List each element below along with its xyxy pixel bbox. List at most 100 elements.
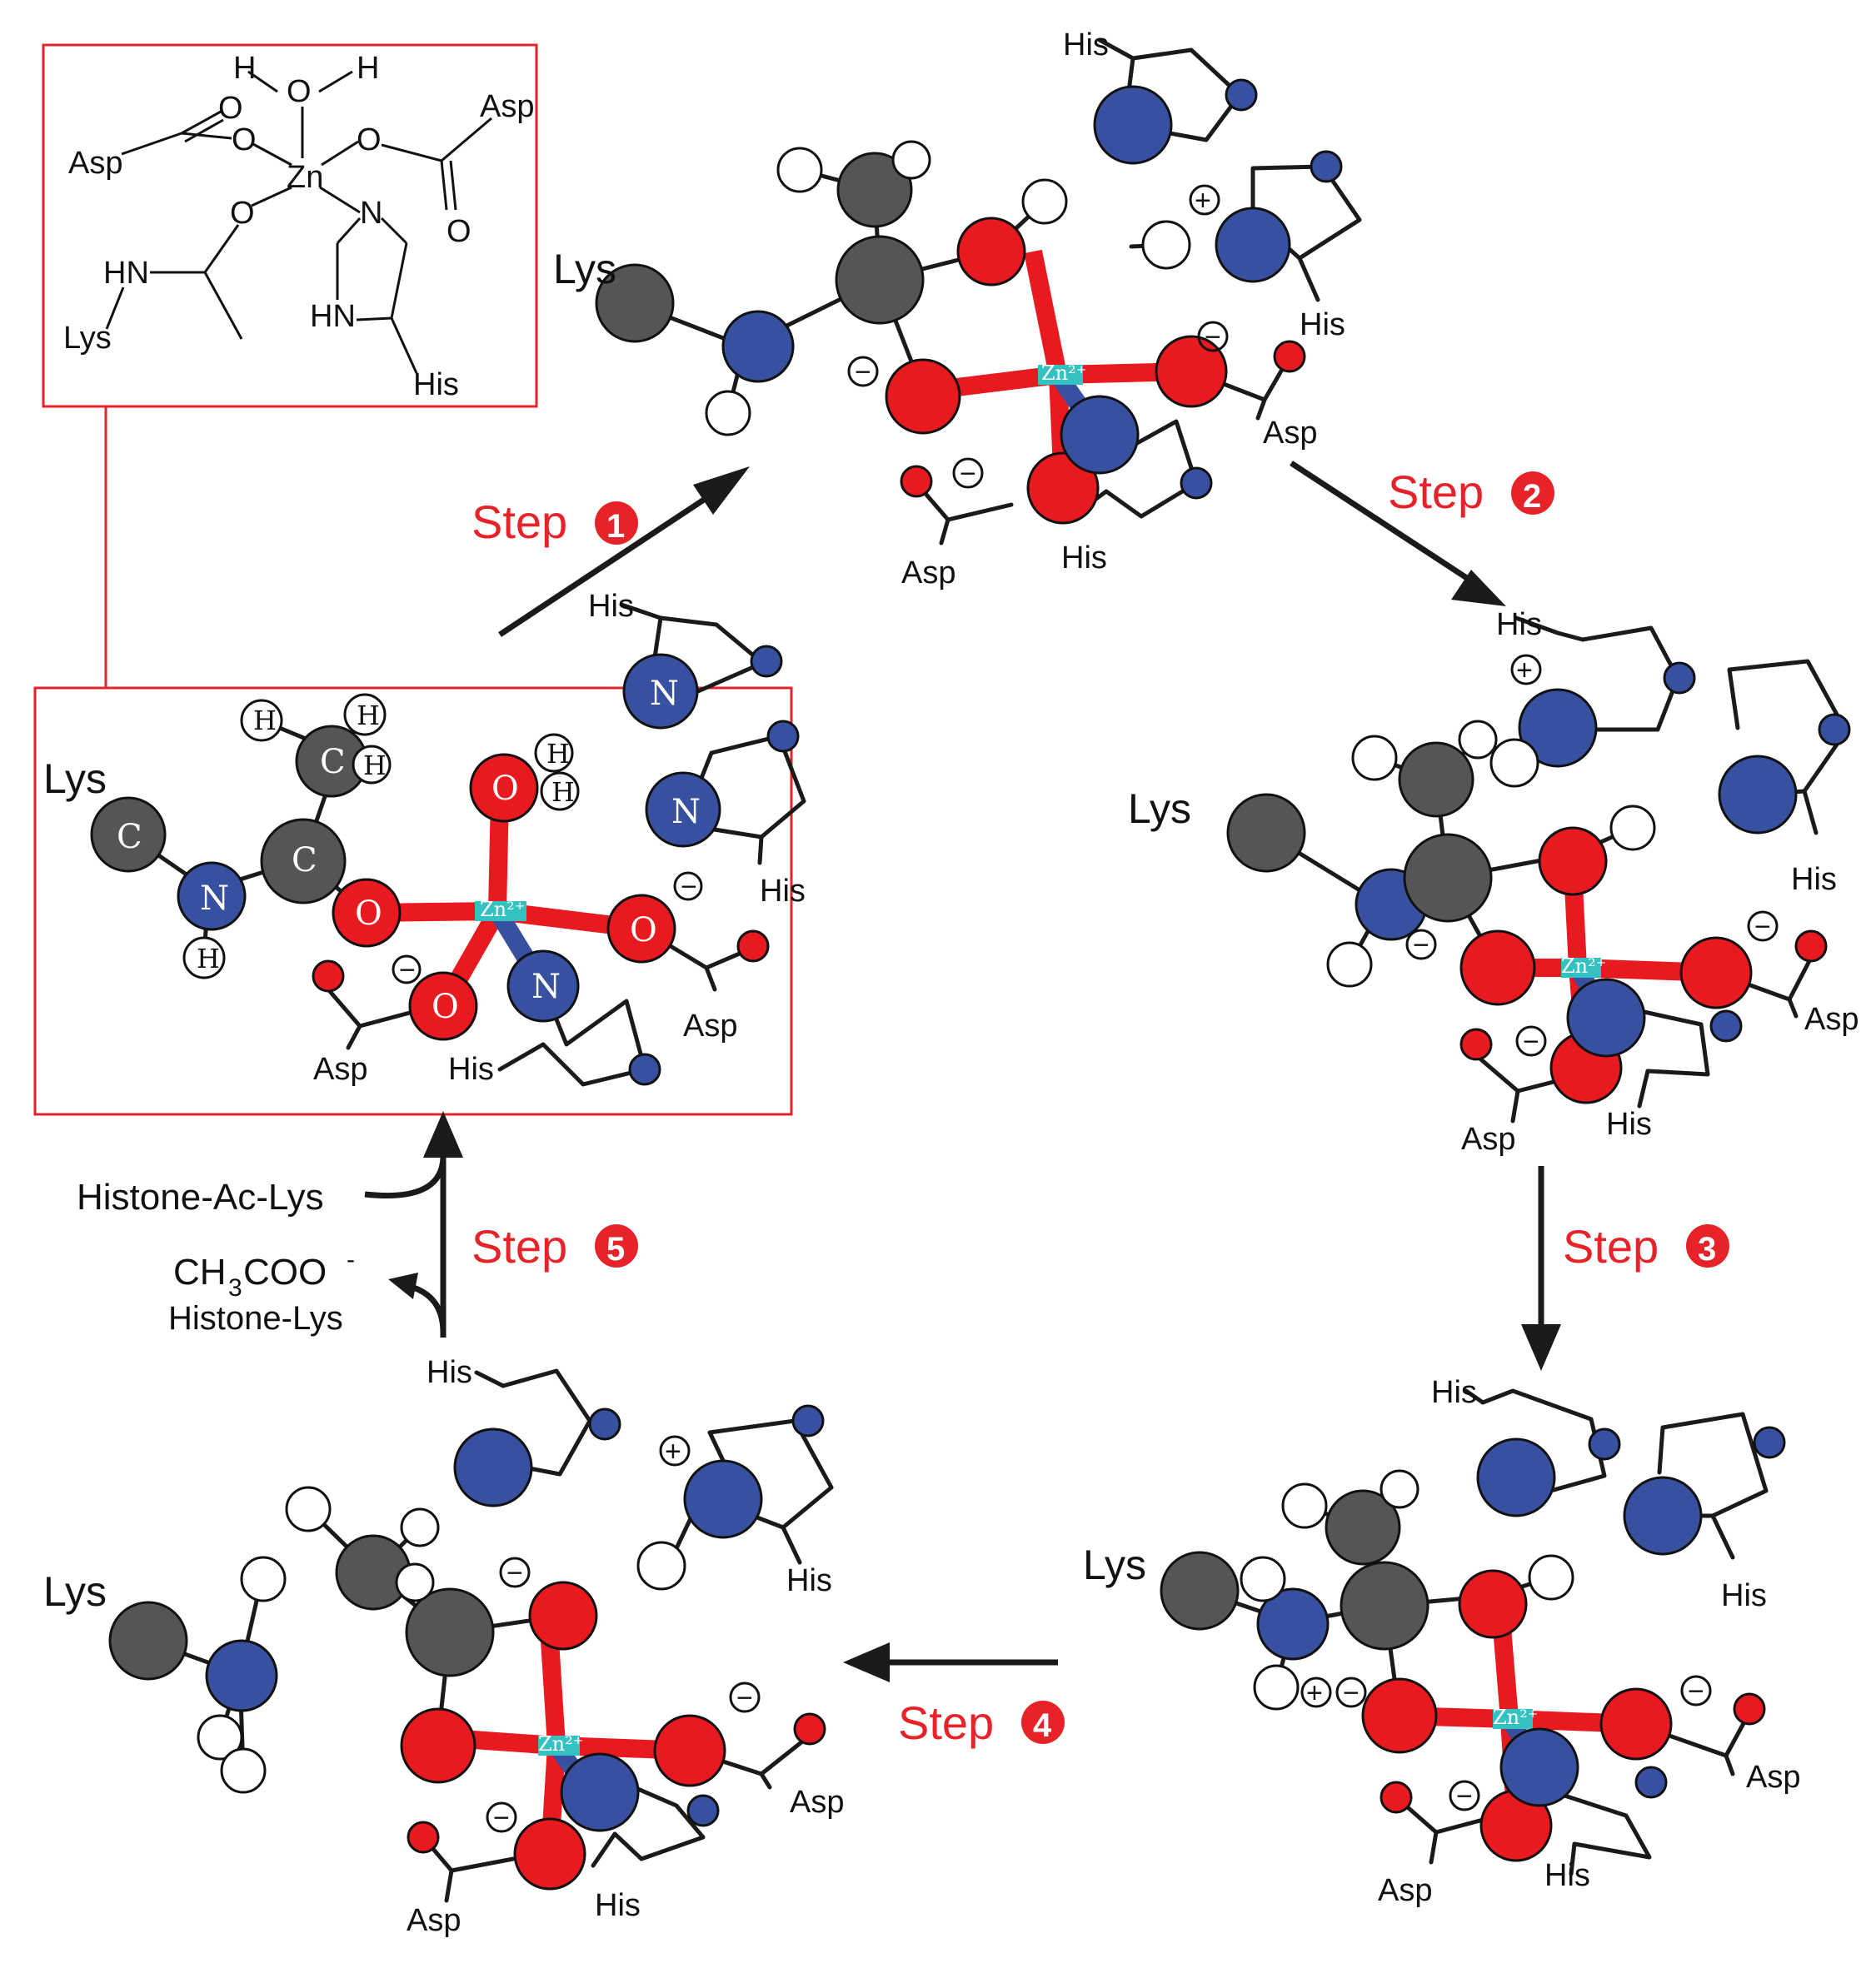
inset-lys: Lys (63, 321, 112, 356)
stage-3-charge-minus-2: − (1688, 1676, 1704, 1707)
stage-1-his-2: His (1300, 307, 1345, 342)
stage-4-lys: Lys (43, 1568, 107, 1615)
inset-his-n-top: N (360, 196, 382, 231)
histone-lys-label: Histone-Lys (168, 1300, 343, 1337)
stage-1-tetrahedral-intermediate: Zn²⁺ − − − + Lys His His Asp Asp His (553, 27, 1362, 590)
stage-2-lys: Lys (1128, 785, 1191, 832)
stage-1-charge-plus: + (1195, 185, 1211, 217)
inset-h-left: H (233, 51, 256, 86)
stage-0-atom-h2: H (357, 700, 380, 731)
step-2: Step 2 (1290, 461, 1554, 606)
stage-4-his-3: His (595, 1888, 641, 1923)
stage-0-atom-n-his: N (531, 968, 561, 1006)
stage-4-products-released: Zn²⁺ − − − + Lys His His Asp Asp His (43, 1355, 844, 1938)
stage-4-charge-plus: + (665, 1436, 681, 1467)
step-2-label: Step (1388, 466, 1484, 518)
stage-0-atom-h-water1: H (546, 738, 570, 770)
stage-0-zn: Zn²⁺ (480, 898, 525, 921)
step-5-badge: 5 (606, 1231, 625, 1268)
stage-1-charge-minus-2: − (1205, 321, 1221, 353)
stage-1-his-3: His (1061, 541, 1107, 575)
stage-0-asp-right: Asp (683, 1009, 737, 1044)
acetate-base: CH (173, 1252, 227, 1293)
acetate-rest: COO (243, 1252, 327, 1293)
stage-1-charge-minus-1: − (855, 356, 871, 388)
stage-0-atom-o-water: O (491, 770, 519, 808)
stage-1-his-1: His (1063, 27, 1109, 62)
stage-1-charge-minus-3: − (960, 458, 976, 490)
stage-0-his-1: His (588, 589, 634, 624)
stage-1-asp-right: Asp (1263, 416, 1317, 451)
step-5: Step 5 Histone-Ac-Lys CH 3 COO - Histone… (77, 1111, 638, 1338)
stage-3-his-1: His (1431, 1375, 1477, 1410)
stage-2-charge-minus-3: − (1523, 1026, 1539, 1058)
inset-hn-his: HN (310, 299, 356, 334)
stage-0-atom-h-amide: H (197, 943, 220, 974)
step-1-label: Step (471, 496, 567, 548)
stage-1-asp-left: Asp (901, 556, 955, 590)
stage-3-amine-protonated: Zn²⁺ + − − − Lys His His Asp Asp His (1083, 1375, 1800, 1908)
stage-0-atom-n-his-free2: N (671, 793, 701, 831)
stage-0-atom-h1: H (253, 705, 277, 736)
inset-carboxyl-o-right: O (357, 122, 382, 157)
stage-3-zn: Zn²⁺ (1493, 1706, 1538, 1729)
inset-carboxyl-o-left: O (232, 122, 257, 157)
stage-3-charge-minus-3: − (1456, 1781, 1473, 1812)
stage-0-atom-c3: C (320, 743, 346, 781)
stage-2-zn: Zn²⁺ (1561, 954, 1606, 978)
stage-0-charge-minus-1: − (681, 871, 697, 903)
inset-substrate-o: O (230, 196, 255, 231)
step-1: Step 1 (471, 466, 750, 637)
step-2-badge: 2 (1523, 478, 1541, 515)
stage-0-atom-c2: C (292, 841, 317, 879)
stage-3-lys: Lys (1083, 1542, 1146, 1588)
stage-2-charge-minus-2: − (1754, 911, 1771, 943)
inset-hn-lys: HN (103, 256, 149, 291)
step-4: Step 4 (843, 1642, 1065, 1749)
stage-4-asp-left: Asp (407, 1903, 461, 1938)
stage-4-asp-right: Asp (790, 1785, 844, 1820)
acetate-superscript: - (347, 1246, 355, 1273)
stage-2-his-2: His (1791, 862, 1837, 897)
stage-2-charge-minus-1: − (1413, 929, 1429, 961)
stage-2-his-3: His (1606, 1107, 1652, 1142)
step-4-label: Step (898, 1697, 994, 1749)
stage-0-charge-minus-2: − (399, 954, 416, 986)
inset-zn: Zn (287, 160, 323, 195)
stage-3-asp-right: Asp (1746, 1760, 1800, 1795)
histone-ac-lys-label: Histone-Ac-Lys (77, 1177, 324, 1218)
stage-0-atom-o-asp-left: O (432, 988, 459, 1026)
stage-4-his-1: His (427, 1355, 472, 1390)
stage-0-his-2: His (760, 874, 806, 909)
stage-2-asp-right: Asp (1804, 1002, 1859, 1037)
acetate-subscript: 3 (228, 1274, 242, 1302)
step-4-badge: 4 (1033, 1707, 1052, 1744)
stage-0-substrate-complex: C N H C C H H H O O H H O O N N N Zn²⁺ −… (33, 589, 806, 1116)
step-5-label: Step (471, 1220, 567, 1273)
inset-water-o: O (287, 74, 312, 109)
stage-0-atom-h-water2: H (551, 776, 575, 808)
stage-3-his-3: His (1544, 1858, 1590, 1893)
step-3: Step 3 (1521, 1166, 1729, 1371)
inset-frame (42, 43, 538, 408)
stage-2-charge-plus: + (1516, 655, 1533, 686)
stage-0-frame (33, 686, 793, 1116)
stage-4-zn: Zn²⁺ (538, 1732, 583, 1756)
stage-0-asp-left: Asp (313, 1052, 367, 1087)
step-3-badge: 3 (1698, 1231, 1716, 1268)
stage-3-charge-minus-1: − (1343, 1677, 1360, 1709)
inset-h-right: H (357, 51, 379, 86)
inset-carbonyl-o-left: O (218, 91, 243, 126)
stage-1-zn: Zn²⁺ (1041, 361, 1086, 385)
stage-3-asp-left: Asp (1378, 1873, 1432, 1908)
stage-3-charge-plus: + (1306, 1677, 1323, 1709)
stage-0-atom-o-asp-right: O (630, 911, 657, 949)
inset-his: His (413, 367, 459, 402)
step-3-label: Step (1563, 1220, 1659, 1273)
inset-carbonyl-o-right: O (447, 214, 471, 249)
stage-0-his-3: His (448, 1052, 494, 1087)
stage-2-his-1: His (1496, 607, 1542, 642)
stage-2-asp-left: Asp (1461, 1122, 1515, 1157)
step-1-badge: 1 (606, 508, 625, 545)
